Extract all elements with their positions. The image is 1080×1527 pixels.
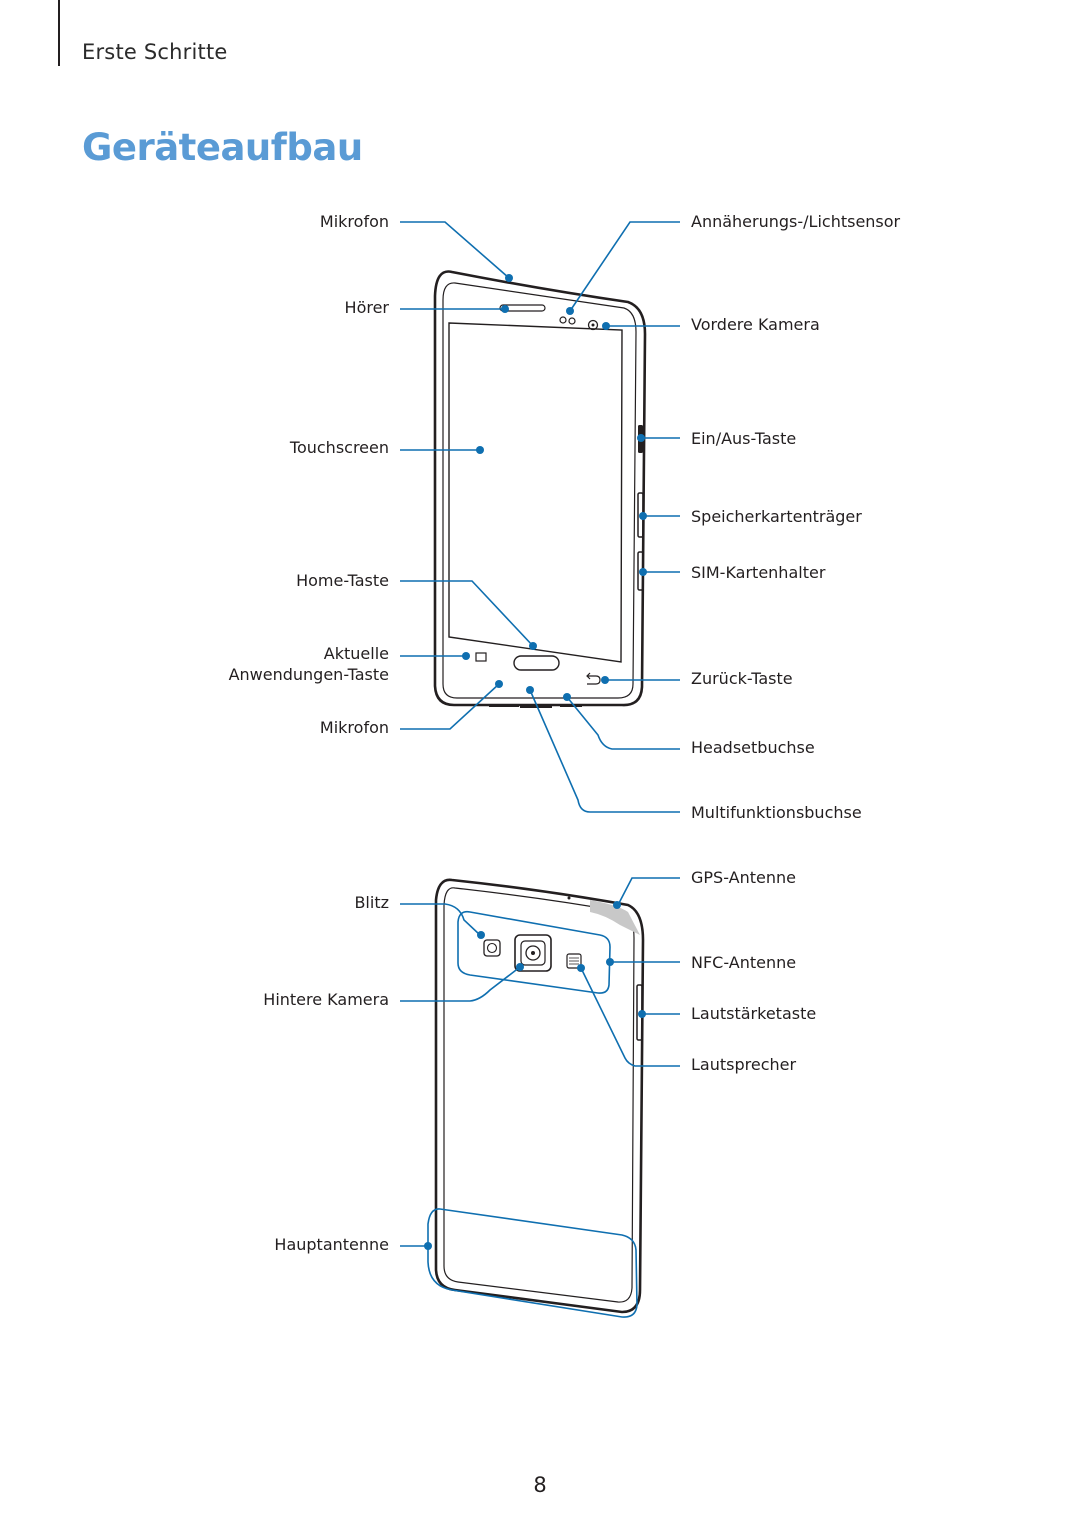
label-multipurpose-jack: Multifunktionsbuchse [691,803,862,822]
label-proximity-sensor: Annäherungs-/Lichtsensor [691,212,901,231]
recent-apps-icon [475,652,487,662]
page-title: Geräteaufbau [82,126,363,169]
section-title: Erste Schritte [82,40,228,64]
front-phone-illustration [433,270,647,708]
front-callout-lines [400,221,680,813]
earpiece-grille [499,304,546,312]
back-phone-illustration [434,878,645,1314]
label-volume-key: Lautstärketaste [691,1004,817,1023]
back-callout-dots [424,901,646,1250]
label-sim-tray: SIM-Kartenhalter [691,563,826,582]
label-nfc-antenna: NFC-Antenne [691,953,797,972]
label-home-key: Home-Taste [296,571,389,590]
label-memory-card-tray: Speicherkartenträger [691,507,862,526]
label-gps-antenna: GPS-Antenne [691,868,796,887]
speaker-grille-icon [566,953,582,969]
label-mic-bottom: Mikrofon [319,718,389,737]
label-recent-apps-line2: Anwendungen-Taste [228,665,389,684]
front-callout-dots [462,274,647,701]
rear-camera-lens-icon [525,945,541,961]
page-number: 8 [533,1473,547,1497]
label-speaker: Lautsprecher [691,1055,797,1074]
label-mic-top: Mikrofon [319,212,389,231]
header-rule [58,0,60,66]
label-recent-apps-line1: Aktuelle [323,644,389,663]
label-rear-camera: Hintere Kamera [263,990,389,1009]
back-key-icon [586,672,601,685]
label-flash: Blitz [354,893,389,912]
label-headset-jack: Headsetbuchse [691,738,815,757]
home-key-icon [513,655,560,671]
label-touchscreen: Touchscreen [289,438,389,457]
camera-module-shape [514,934,552,972]
proximity-sensor-icon [559,316,567,324]
main-antenna-outline [427,1208,638,1318]
label-main-antenna: Hauptantenne [274,1235,389,1254]
back-callout-lines [400,877,680,1318]
label-earpiece: Hörer [344,298,389,317]
label-front-camera: Vordere Kamera [691,315,820,334]
nfc-antenna-outline [457,910,611,994]
label-back-key: Zurück-Taste [691,669,793,688]
label-power-key: Ein/Aus-Taste [691,429,797,448]
front-camera-icon [587,319,599,331]
flash-icon [483,939,501,957]
